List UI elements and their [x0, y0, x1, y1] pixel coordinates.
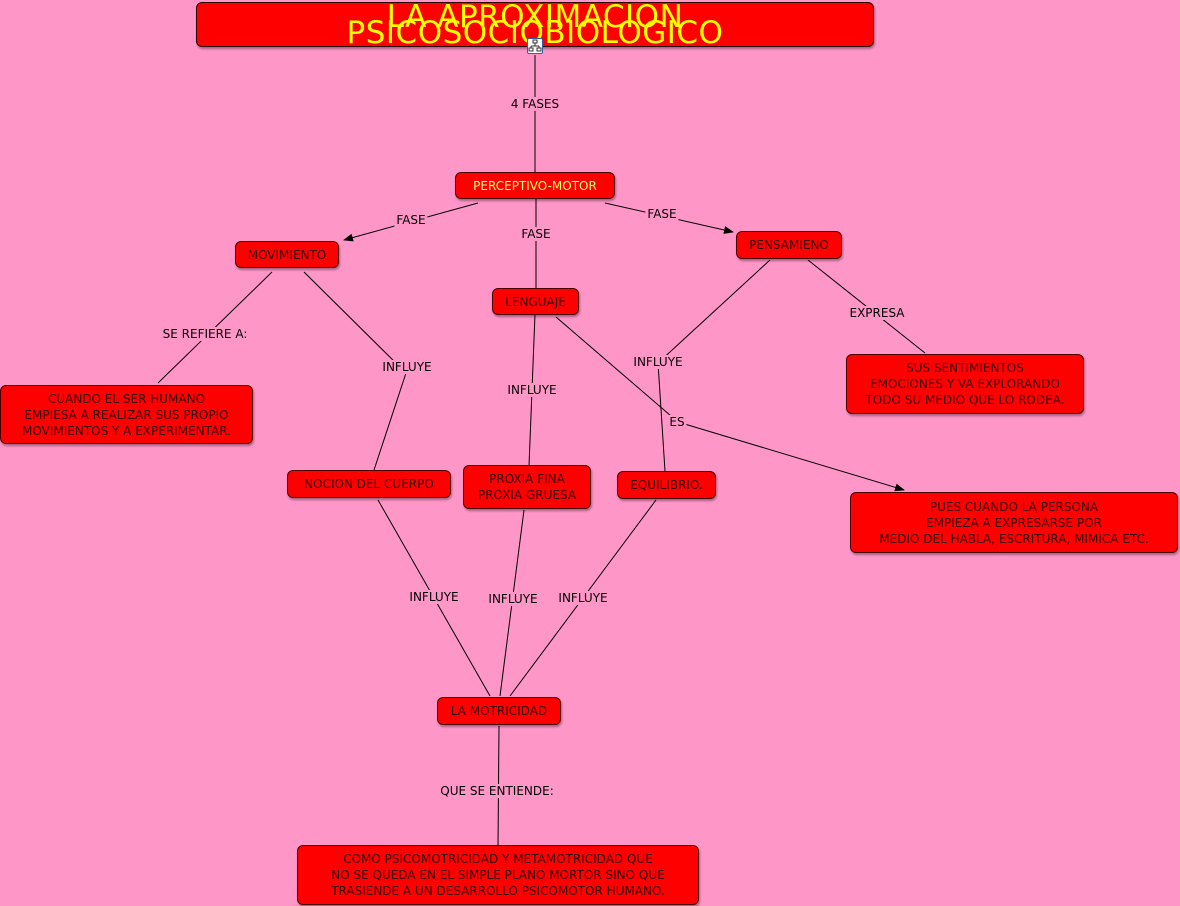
node-la-motricidad[interactable]: LA MOTRICIDAD — [437, 697, 561, 725]
link-label-influye-pensamiento: INFLUYE — [631, 355, 685, 369]
node-proxia[interactable]: PROXIA FINA PROXIA GRUESA — [463, 465, 591, 509]
node-lenguaje[interactable]: LENGUAJE — [492, 288, 579, 315]
node-como-psicomotricidad[interactable]: COMO PSICOMOTRICIDAD Y METAMOTRICIDAD QU… — [297, 845, 699, 905]
link-label-4-fases: 4 FASES — [508, 97, 562, 111]
node-equilibrio[interactable]: EQUILIBRIO. — [617, 471, 716, 499]
link-label-influye-nocion: INFLUYE — [407, 590, 461, 604]
link-label-que-se-entiende: QUE SE ENTIENDE: — [438, 784, 556, 798]
link-label-se-refiere-a: SE REFIERE A: — [160, 327, 250, 341]
link-label-fase-lenguaje: FASE — [519, 227, 553, 241]
node-perceptivo-motor[interactable]: PERCEPTIVO-MOTOR — [455, 172, 615, 199]
node-pues-cuando-la-persona[interactable]: PUES CUANDO LA PERSONA EMPIEZA A EXPRESA… — [850, 492, 1178, 553]
link-label-es: ES — [667, 415, 687, 429]
link-label-expresa: EXPRESA — [847, 306, 907, 320]
link-label-influye-proxia: INFLUYE — [486, 592, 540, 606]
link-label-fase-pensamiento: FASE — [645, 207, 679, 221]
link-label-influye-movimiento: INFLUYE — [380, 360, 434, 374]
link-label-fase-movimiento: FASE — [394, 213, 428, 227]
concept-map-icon[interactable] — [527, 38, 543, 54]
link-label-influye-lenguaje: INFLUYE — [505, 383, 559, 397]
node-cuando-el-ser-humano[interactable]: CUANDO EL SER HUMANO EMPIESA A REALIZAR … — [0, 385, 253, 444]
link-label-influye-equilibrio: INFLUYE — [556, 591, 610, 605]
node-movimiento[interactable]: MOVIMIENTO — [235, 241, 339, 268]
node-pensamiento[interactable]: PENSAMIENO — [736, 231, 842, 259]
node-nocion-del-cuerpo[interactable]: NOCION DEL CUERPO — [287, 470, 451, 498]
node-sus-sentimientos[interactable]: SUS SENTIMIENTOS EMOCIONES Y VA EXPLORAN… — [846, 354, 1084, 414]
